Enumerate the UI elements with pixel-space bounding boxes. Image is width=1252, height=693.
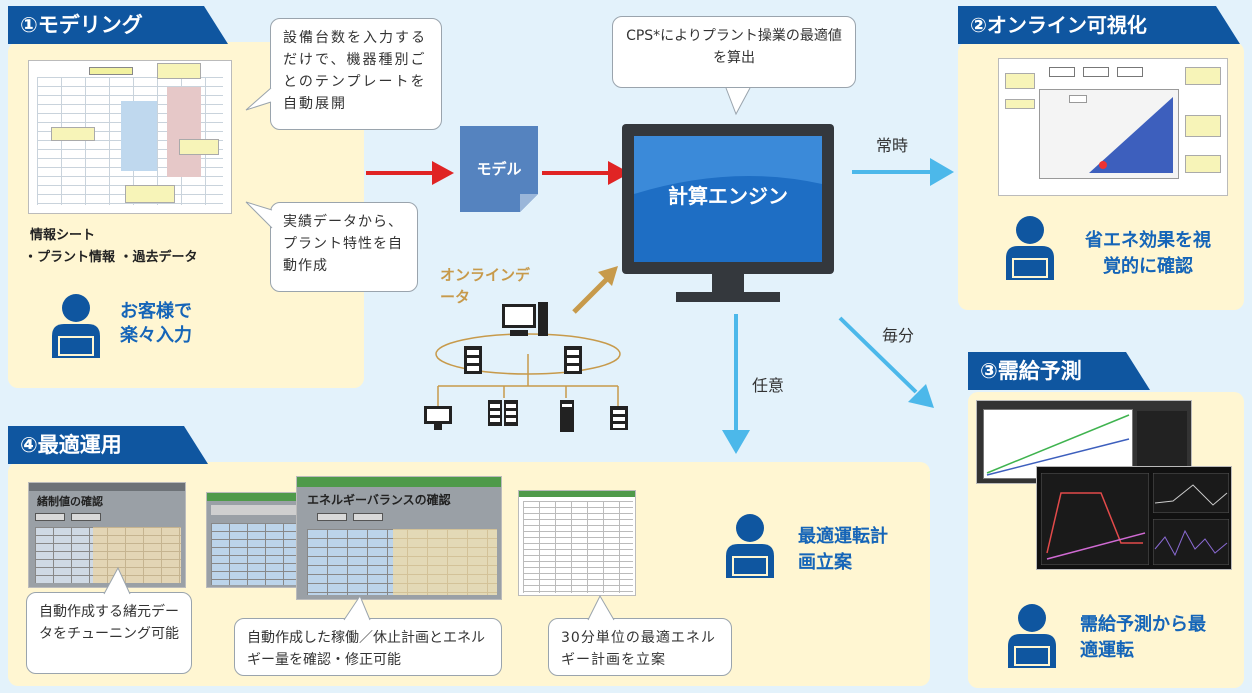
- model-document-label: モデル: [476, 160, 522, 178]
- bubble-plan30-text: 30分単位の最適エネルギー計画を立案: [561, 630, 716, 668]
- bubble-plan30-tail: [587, 594, 615, 621]
- bubble-template-text: 設備台数を入力するだけで、機器種別ごとのテンプレートを自動展開: [283, 30, 427, 112]
- spec-check-title: 緒制値の確認: [37, 495, 103, 508]
- bubble-tuning-tail: [103, 566, 131, 595]
- bubble-template: 設備台数を入力するだけで、機器種別ごとのテンプレートを自動展開: [270, 18, 442, 130]
- info-sheet-title: 情報シート: [30, 228, 96, 243]
- bubble-confirm-text: 自動作成した稼働／休止計画とエネルギー量を確認・修正可能: [247, 630, 485, 668]
- arrow-label-every-minute: 毎分: [882, 326, 915, 345]
- user-energy-check-label: 省エネ効果を視覚的に確認: [1085, 230, 1211, 277]
- blue-arrow-any: [722, 314, 750, 454]
- bubble-confirm-tail: [343, 594, 371, 621]
- tab-visualization: ②オンライン可視化: [958, 6, 1240, 44]
- bubble-tuning-text: 自動作成する緒元データをチューニング可能: [39, 604, 179, 642]
- tab-optimal: ④最適運用: [8, 426, 208, 464]
- bubble-cps: CPS*によりプラント操業の最適値を算出: [612, 16, 856, 88]
- blue-arrow-every-minute: [838, 316, 934, 408]
- user-forecast-op-label: 需給予測から最適運転: [1080, 614, 1206, 661]
- user-icon-customer: [52, 294, 100, 358]
- engine-monitor-icon: [622, 124, 834, 302]
- arrow-label-any: 任意: [752, 376, 785, 395]
- plan-30min-screenshot: [518, 490, 636, 596]
- spec-check-screenshot: 緒制値の確認: [28, 482, 186, 588]
- bubble-actual-text: 実績データから、プラント特性を自動作成: [283, 214, 403, 274]
- bubble-template-tail: [245, 87, 272, 111]
- info-sheet-items: ・プラント情報 ・過去データ: [24, 250, 198, 265]
- bubble-cps-tail: [725, 87, 751, 116]
- user-customer-label: お客様で楽々入力: [120, 301, 192, 346]
- info-sheet-screenshot: [28, 60, 232, 214]
- gold-arrow-to-engine: [572, 266, 618, 314]
- bubble-actual: 実績データから、プラント特性を自動作成: [270, 202, 418, 292]
- online-data-label: オンラインデータ: [440, 266, 531, 306]
- bubble-plan30: 30分単位の最適エネルギー計画を立案: [548, 618, 732, 676]
- blue-arrow-always: [852, 158, 954, 186]
- tab-modeling: ①モデリング: [8, 6, 228, 44]
- user-op-plan-label: 最適運転計画立案: [798, 526, 888, 573]
- bubble-tuning: 自動作成する緒元データをチューニング可能: [26, 592, 192, 674]
- tab-forecast: ③需給予測: [968, 352, 1150, 390]
- bubble-confirm: 自動作成した稼働／休止計画とエネルギー量を確認・修正可能: [234, 618, 502, 676]
- energy-balance-screenshot: エネルギーバランスの確認: [296, 476, 502, 600]
- network-diagram: [424, 302, 628, 432]
- arrow-label-always: 常時: [876, 136, 909, 155]
- red-arrow-to-model: [366, 161, 454, 185]
- energy-balance-title: エネルギーバランスの確認: [307, 493, 451, 507]
- forecast-screenshot-2: [1036, 466, 1232, 570]
- bubble-cps-text: CPS*によりプラント操業の最適値を算出: [626, 28, 842, 66]
- user-icon-forecast-op: [1008, 604, 1056, 668]
- user-icon-energy-check: [1006, 216, 1054, 280]
- user-icon-op-plan: [726, 514, 774, 578]
- bubble-actual-tail: [245, 201, 273, 229]
- visualization-screenshot: [998, 58, 1228, 196]
- operation-plan-screenshot: [206, 492, 304, 588]
- model-document-icon: [460, 126, 538, 212]
- red-arrow-to-engine: [542, 161, 630, 185]
- engine-label: 計算エンジン: [668, 184, 788, 208]
